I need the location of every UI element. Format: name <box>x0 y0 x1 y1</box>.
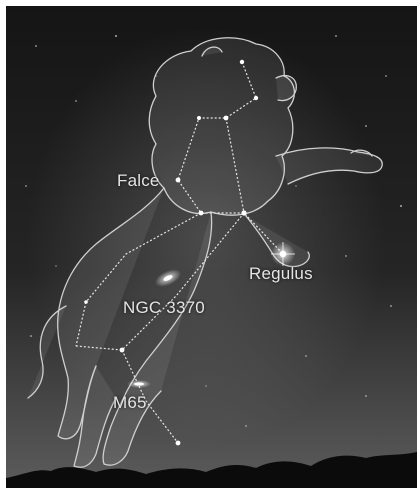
label-m65: M65 <box>113 393 147 413</box>
label-falce: Falce <box>117 171 160 191</box>
regulus-star <box>271 242 295 266</box>
label-regulus: Regulus <box>249 264 313 284</box>
label-ngc-3370: NGC 3370 <box>123 298 205 318</box>
m65-galaxy <box>127 380 151 388</box>
night-sky-illustration <box>6 6 417 488</box>
